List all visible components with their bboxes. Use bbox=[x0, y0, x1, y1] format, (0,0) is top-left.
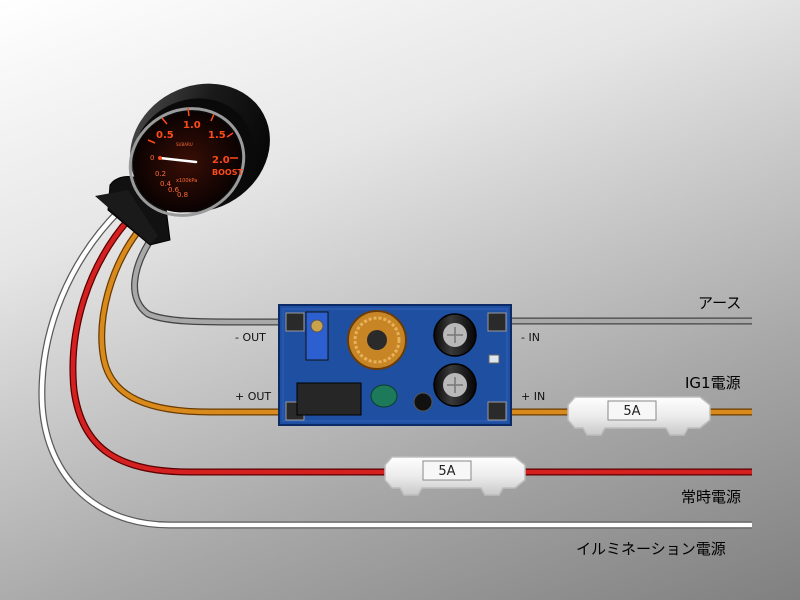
gauge-scale-1-0: 1.0 bbox=[183, 120, 201, 131]
constant-fuse: 5A bbox=[384, 456, 526, 496]
dc-converter-module bbox=[278, 304, 512, 426]
minus-out-label: - OUT bbox=[235, 331, 266, 344]
boost-gauge: 0.5 1.0 1.5 2.0 0 0.2 0.4 0.6 0.8 x100kP… bbox=[95, 83, 270, 246]
capacitor-bottom bbox=[433, 363, 477, 407]
ig1-label: IG1電源 bbox=[685, 374, 741, 392]
minus-out-wire bbox=[131, 229, 296, 326]
gauge-scale-2-0: 2.0 bbox=[212, 155, 230, 166]
gauge-small-0: 0 bbox=[150, 154, 154, 162]
gauge-brand: SUBARU bbox=[176, 142, 193, 147]
constant-fuse-rating: 5A bbox=[438, 464, 455, 479]
plus-in-terminal bbox=[487, 401, 507, 421]
illumination-label: イルミネーション電源 bbox=[576, 540, 726, 558]
minus-out-terminal bbox=[285, 312, 305, 332]
gauge-small-0-4: 0.4 bbox=[160, 180, 172, 188]
constant-power-wire bbox=[69, 215, 752, 476]
gauge-name: BOOST bbox=[212, 168, 243, 177]
gauge-small-0-8: 0.8 bbox=[177, 191, 188, 199]
minus-in-terminal bbox=[487, 312, 507, 332]
capacitor-top bbox=[433, 313, 477, 357]
ig1-fuse: 5A bbox=[567, 396, 711, 436]
trimmer-potentiometer bbox=[305, 311, 329, 361]
gauge-ticks bbox=[147, 107, 238, 159]
earth-label: アース bbox=[698, 294, 742, 312]
gauge-small-0-6: 0.6 bbox=[168, 186, 180, 194]
minus-in-label: - IN bbox=[521, 331, 540, 344]
gauge-unit: x100kPa bbox=[176, 178, 197, 184]
gauge-scale-1-5: 1.5 bbox=[208, 130, 226, 141]
diode bbox=[413, 392, 433, 412]
illumination-wire bbox=[38, 207, 752, 529]
plus-out-wire bbox=[98, 222, 296, 416]
gauge-needle bbox=[158, 156, 198, 164]
small-capacitor bbox=[370, 384, 398, 408]
ig1-fuse-rating: 5A bbox=[623, 404, 640, 419]
constant-power-label: 常時電源 bbox=[681, 488, 742, 506]
gauge-small-0-2: 0.2 bbox=[155, 170, 166, 178]
status-led bbox=[488, 354, 500, 364]
toroidal-inductor bbox=[347, 310, 407, 370]
regulator-ic bbox=[296, 382, 362, 416]
gauge-scale-0-5: 0.5 bbox=[156, 130, 174, 141]
plus-in-label: + IN bbox=[521, 390, 546, 403]
plus-out-label: + OUT bbox=[235, 390, 272, 403]
